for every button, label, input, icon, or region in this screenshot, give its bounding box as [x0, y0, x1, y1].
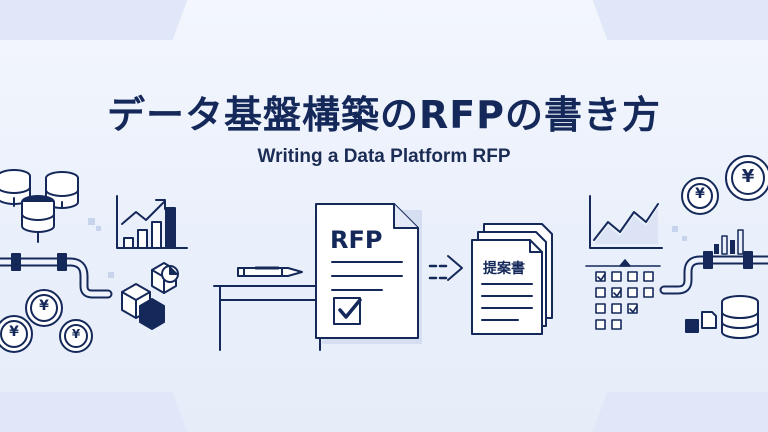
- proposal-document-icon: [471, 223, 553, 335]
- desk-icon: [213, 285, 327, 351]
- pipe-icon-left: [0, 253, 113, 299]
- cubes-icon: [121, 262, 179, 330]
- coin-symbol: ¥: [695, 186, 705, 202]
- growth-chart-icon: [116, 195, 188, 249]
- coin-symbol: ¥: [39, 298, 49, 314]
- pen-icon: [237, 266, 303, 277]
- line-chart-icon: [589, 195, 663, 249]
- page-subtitle: Writing a Data Platform RFP: [257, 146, 511, 167]
- mini-bars-icon: [714, 229, 744, 255]
- rfp-document-label: RFP: [330, 226, 383, 254]
- table-grid-icon: [585, 259, 661, 330]
- blocks-icon: [685, 311, 717, 333]
- coin-symbol: ¥: [741, 166, 755, 187]
- page-title: データ基盤構築のRFPの書き方: [106, 93, 662, 137]
- rfp-document-icon: [315, 203, 422, 344]
- proposal-document-label: 提案書: [483, 261, 525, 277]
- coin-icons-left: [0, 289, 93, 353]
- coin-icons-right: [681, 155, 768, 215]
- database-icon-right: [721, 295, 759, 339]
- coin-symbol: ¥: [71, 327, 81, 341]
- coin-symbol: ¥: [9, 324, 19, 340]
- decor-squares: [88, 218, 687, 278]
- database-icon-left-top: [0, 169, 79, 243]
- pipe-icon-right: [659, 251, 768, 295]
- arrow-right-icon: [428, 255, 463, 281]
